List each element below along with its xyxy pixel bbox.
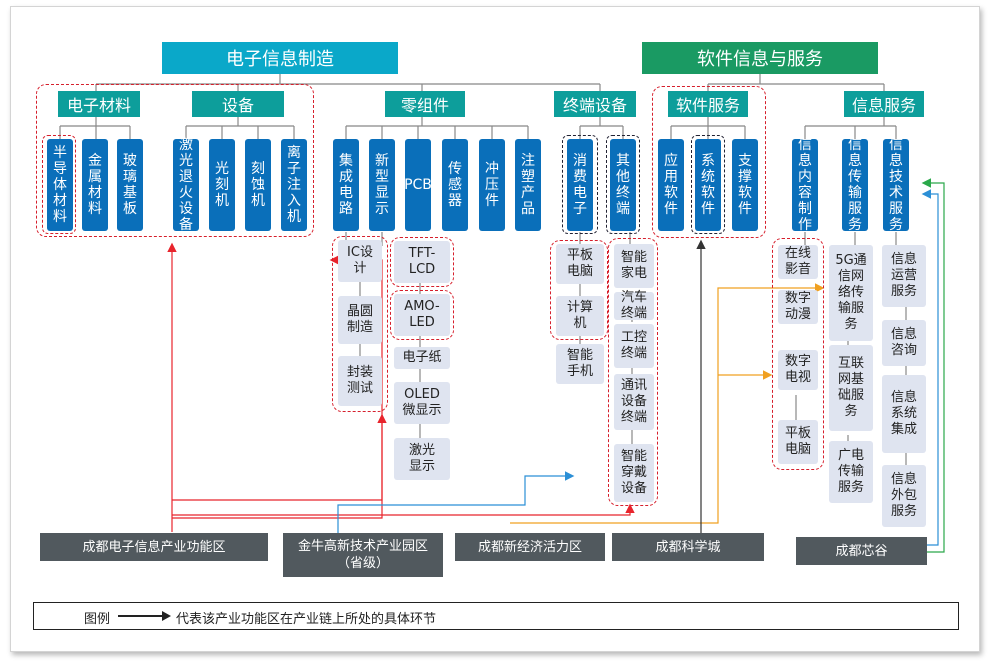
- highlight-semiconductor: [42, 135, 76, 234]
- sub-sys-integration: 信息系统集成: [882, 375, 926, 453]
- zone-xingu: 成都芯谷: [796, 537, 927, 565]
- category-components: 零组件: [385, 91, 465, 117]
- highlight-tft-lcd: [390, 237, 454, 287]
- item-system-software: 系统软件: [695, 139, 721, 231]
- legend-arrow-icon: [118, 615, 166, 617]
- category-terminal-devices: 终端设备: [554, 91, 636, 117]
- item-ion-implant: 离子注入机: [281, 139, 307, 231]
- sub-tablet-content: 平板电脑: [778, 420, 818, 464]
- item-application-software: 应用软件: [658, 139, 684, 231]
- item-new-display: 新型显示: [369, 139, 395, 231]
- zone-jinniu: 金牛高新技术产业园区（省级）: [283, 533, 443, 577]
- sub-info-consult: 信息咨询: [882, 320, 926, 366]
- zone-new-economy: 成都新经济活力区: [455, 533, 605, 561]
- sub-online-video: 在线影音: [778, 245, 818, 279]
- item-etching: 刻蚀机: [245, 139, 271, 231]
- sub-info-operation: 信息运营服务: [882, 245, 926, 307]
- sub-wearable: 智能穿戴设备: [614, 444, 654, 502]
- highlight-materials-equipment: [36, 84, 314, 237]
- sub-oled-micro: OLED微显示: [394, 382, 450, 424]
- sub-tft-lcd: TFT-LCD: [394, 241, 450, 283]
- highlight-other-terminal-item: [606, 135, 640, 234]
- sub-ic-design: IC设计: [338, 240, 382, 282]
- sub-smart-appliance: 智能家电: [614, 244, 654, 288]
- item-consumer-electronics: 消费电子: [567, 139, 593, 231]
- software-services-header: 软件信息与服务: [642, 42, 878, 74]
- sub-epaper: 电子纸: [394, 347, 450, 369]
- sub-smartphone: 智能手机: [556, 344, 604, 384]
- highlight-software: [652, 86, 766, 238]
- item-info-content: 信息内容制作: [792, 137, 818, 233]
- sub-broadcast: 广电传输服务: [829, 441, 873, 503]
- highlight-other-terminals: [608, 238, 658, 506]
- electronics-manufacturing-header: 电子信息制造: [162, 42, 398, 74]
- sub-packaging: 封装测试: [338, 356, 382, 406]
- legend-arrowhead-icon: [162, 611, 171, 621]
- zone-chengdu-electronics: 成都电子信息产业功能区: [40, 533, 268, 561]
- sub-tablet: 平板电脑: [556, 244, 604, 284]
- highlight-info-content: [772, 238, 824, 470]
- sub-amoled: AMO-LED: [394, 294, 450, 336]
- item-lithography: 光刻机: [209, 139, 235, 231]
- sub-internet-infra: 互联网基础服务: [829, 345, 873, 431]
- highlight-system-software: [691, 135, 725, 234]
- item-integrated-circuit: 集成电路: [333, 139, 359, 231]
- sub-industrial-terminal: 工控终端: [614, 324, 654, 368]
- item-laser-annealing: 激光退火设备: [173, 137, 199, 233]
- sub-laser-display: 激光显示: [394, 438, 450, 480]
- category-equipment: 设备: [192, 91, 284, 117]
- item-other-terminals: 其他终端: [610, 139, 636, 231]
- sub-computer: 计算机: [556, 296, 604, 336]
- sub-5g-network: 5G通信网络传输服务: [829, 245, 873, 341]
- item-info-transmission: 信息传输服务: [842, 137, 868, 233]
- category-electronic-materials: 电子材料: [58, 91, 140, 117]
- category-software-services: 软件服务: [668, 91, 748, 117]
- sub-digital-tv: 数字电视: [778, 350, 818, 390]
- item-glass-substrate: 玻璃基板: [117, 139, 143, 231]
- sub-digital-anime: 数字动漫: [778, 290, 818, 324]
- item-metal-materials: 金属材料: [82, 139, 108, 231]
- legend-box: 图例 代表该产业功能区在产业链上所处的具体环节: [33, 602, 959, 630]
- item-stamping: 冲压件: [479, 139, 505, 231]
- category-info-services: 信息服务: [844, 91, 924, 117]
- zone-science-city: 成都科学城: [612, 533, 764, 561]
- item-semiconductor-materials: 半导体材料: [47, 139, 73, 231]
- highlight-amoled: [390, 290, 454, 340]
- highlight-consumer-electronics: [562, 135, 598, 234]
- item-support-software: 支撑软件: [732, 139, 758, 231]
- legend-text: 代表该产业功能区在产业链上所处的具体环节: [176, 612, 437, 627]
- item-injection-molding: 注塑产品: [515, 139, 541, 231]
- sub-outsourcing: 信息外包服务: [882, 465, 926, 527]
- highlight-ic-chain: [332, 236, 388, 412]
- legend-label: 图例: [84, 612, 111, 627]
- sub-comm-equipment: 通讯设备终端: [614, 374, 654, 430]
- sub-wafer: 晶圆制造: [338, 296, 382, 344]
- item-pcb: PCB: [404, 139, 432, 231]
- item-sensor: 传感器: [442, 139, 468, 231]
- highlight-tablet-computer: [550, 240, 608, 340]
- sub-vehicle-terminal: 汽车终端: [614, 290, 654, 321]
- item-info-tech: 信息技术服务: [883, 137, 909, 233]
